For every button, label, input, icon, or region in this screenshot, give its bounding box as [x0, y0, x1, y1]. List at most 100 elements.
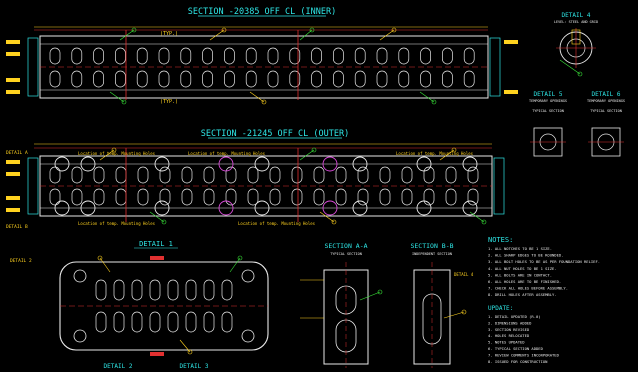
leader-line [559, 59, 581, 75]
mounting-hole-bottom [80, 200, 96, 216]
leader-line [419, 91, 435, 103]
inner-slot-top [267, 47, 279, 65]
detail-2-title: DETAIL 2 [104, 363, 133, 370]
outer-slot-bottom [401, 188, 413, 206]
leader-line [109, 91, 125, 103]
section-bb-view[interactable]: SECTION B-B INDEPENDENT SECTION DETAIL 4 [410, 242, 474, 368]
outer-slot-bottom [49, 188, 61, 206]
detail-1-slot-top [203, 279, 215, 301]
temp-hole-label-4: Location of temp. Mounting Holes [78, 221, 156, 226]
section-inner-view[interactable]: SECTION -20385 OFF CL (INNER) (TYP.) (TY… [6, 7, 518, 105]
outer-slot-top [93, 166, 105, 184]
section-aa-view[interactable]: SECTION A-A TYPICAL SECTION [300, 242, 369, 368]
mounting-hole-bottom [322, 200, 338, 216]
leader-balloon [377, 289, 383, 295]
note-line: 6. ALL HOLES ARE TO BE FINISHED. [488, 279, 561, 284]
inner-slot-top [420, 47, 431, 65]
mounting-hole-top [462, 156, 478, 172]
detail-5-title: DETAIL 5 [534, 91, 563, 98]
mounting-hole-top [54, 156, 70, 172]
outer-slot-bottom [137, 188, 149, 206]
mounting-hole-bottom [54, 200, 70, 216]
mounting-hole-bottom [352, 200, 368, 216]
section-outer-view[interactable]: SECTION -21245 OFF CL (OUTER) Location o… [6, 129, 505, 230]
outer-slot-top [49, 166, 61, 184]
outer-slot-top [313, 166, 325, 184]
leader-line [99, 257, 111, 273]
inner-slot-top [442, 47, 453, 65]
detail-1-slot-top [167, 279, 179, 301]
section-outer-left-tags [6, 160, 20, 212]
note-line: 7. CHECK ALL HOLES BEFORE ASSEMBLY. [488, 286, 568, 291]
inner-slot-bottom [376, 70, 388, 88]
outer-slot-top [401, 166, 413, 184]
detail-1-ref-2: DETAIL 2 [10, 258, 32, 264]
inner-slot-top [158, 47, 170, 65]
inner-slot-top [333, 47, 344, 65]
outer-slot-bottom [423, 188, 435, 206]
detail-1-slot-bottom [131, 311, 143, 333]
inner-slot-bottom [463, 70, 475, 88]
note-line: 4. ALL NUT HOLES TO BE 1 SIZE. [488, 266, 557, 271]
leader-balloon [311, 147, 317, 153]
leader-balloon [237, 255, 243, 261]
mounting-hole-top [352, 156, 368, 172]
leader-balloon [221, 27, 227, 33]
detail-4-title: DETAIL 4 [562, 12, 591, 19]
leader-line [299, 149, 315, 161]
inner-slot-top [115, 47, 126, 65]
update-line: 7. REVIEW COMMENTS INCORPORATED [488, 352, 560, 357]
detail-1-view[interactable]: DETAIL 1 DETAIL 2 DETAIL 2 DETAIL 3 [10, 240, 269, 370]
inner-slot-bottom [202, 70, 213, 88]
outer-slot-top [379, 166, 391, 184]
section-bb-title: SECTION B-B [410, 242, 453, 250]
section-outer-title: SECTION -21245 OFF CL (OUTER) [201, 129, 349, 139]
outer-slot-bottom [71, 188, 83, 206]
outer-slot-top [357, 166, 369, 184]
update-heading: UPDATE: [488, 305, 513, 312]
detail-4-view[interactable]: DETAIL 4 LEVEL: STEEL AND GRID [554, 12, 598, 68]
outer-slot-top [291, 166, 303, 184]
leader-balloon [461, 309, 467, 315]
detail-ref-b-label: DETAIL B [6, 224, 28, 230]
detail-3-title: DETAIL 3 [180, 363, 209, 370]
leader-balloon [391, 27, 397, 33]
detail-6-title: DETAIL 6 [592, 91, 621, 98]
inner-slot-bottom [224, 70, 235, 88]
inner-slot-top [376, 47, 388, 65]
detail-5-view[interactable]: DETAIL 5 TEMPORARY OPENINGS TYPICAL SECT… [529, 91, 567, 157]
detail-1-slot-top [131, 279, 143, 301]
outer-slot-bottom [181, 188, 193, 206]
outer-slot-bottom [291, 188, 303, 206]
detail-1-slot-bottom [149, 311, 161, 333]
leader-line [119, 29, 135, 41]
inner-slot-top [245, 47, 257, 65]
inner-slot-top [136, 47, 148, 65]
outer-slot-top [445, 166, 457, 184]
section-inner-left-tags [6, 40, 20, 94]
inner-slot-top [224, 47, 235, 65]
detail-4-slot [571, 29, 581, 45]
detail-6-view[interactable]: DETAIL 6 TEMPORARY OPENINGS TYPICAL SECT… [587, 91, 625, 157]
detail-1-red-tag-bottom [150, 352, 164, 356]
detail-1-slot-bottom [95, 311, 107, 333]
detail-ref-a-label: DETAIL A [6, 150, 28, 156]
detail-1-slot-bottom [203, 311, 215, 333]
notes-heading: NOTES: [488, 236, 513, 244]
detail-1-corner-hole-tl [73, 269, 87, 283]
outer-slot-bottom [93, 188, 105, 206]
detail-5-subtitle-2: TYPICAL SECTION [532, 109, 564, 113]
section-outer-left-end [27, 157, 39, 215]
outer-slot-top [467, 166, 479, 184]
detail-1-slot-bottom [221, 311, 233, 333]
update-line: 8. ISSUED FOR CONSTRUCTION [488, 359, 548, 364]
detail-1-slot-top [113, 279, 125, 301]
detail-1-slot-bottom [113, 311, 125, 333]
leader-balloon [121, 99, 127, 105]
mounting-hole-top [322, 156, 338, 172]
outer-slot-top [159, 166, 171, 184]
leader-balloon [331, 219, 337, 225]
inner-slot-bottom [180, 70, 192, 88]
inner-slot-bottom [71, 70, 83, 88]
